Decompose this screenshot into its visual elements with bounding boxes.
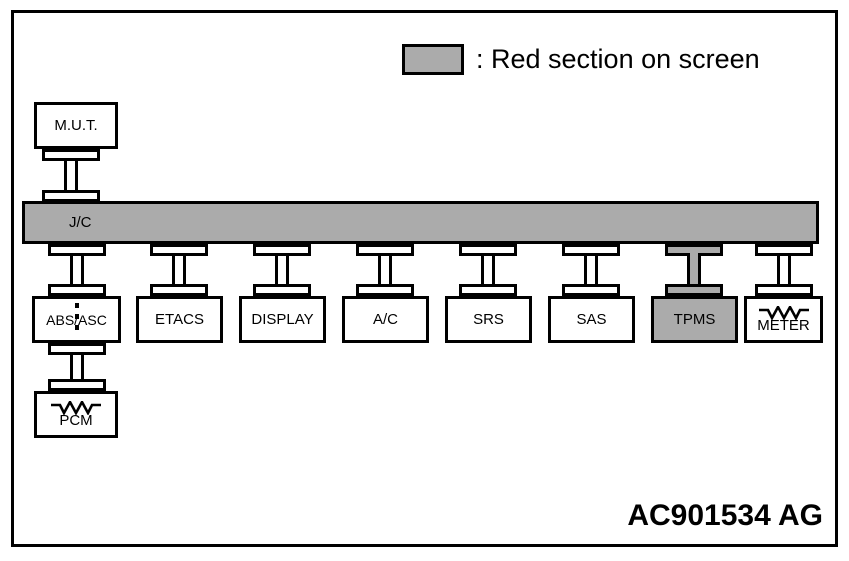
module-srs[interactable]: SRS	[445, 296, 532, 343]
connector-cap-bottom	[755, 284, 813, 296]
module-etacs-label: ETACS	[155, 311, 204, 328]
connector-cap-bottom	[48, 284, 106, 296]
connector-cap-top	[42, 149, 100, 161]
bus-bar-jc-label: J/C	[69, 214, 92, 231]
module-pcm[interactable]: PCM	[34, 391, 118, 438]
resistor-icon	[758, 306, 809, 320]
connector-rail-left	[378, 253, 381, 287]
connector-cap-top	[755, 244, 813, 256]
connector-rail-left	[64, 158, 67, 193]
abs-asc-divider	[74, 303, 79, 336]
connector-rail-right	[698, 253, 701, 287]
connector-cap-top	[562, 244, 620, 256]
module-tpms[interactable]: TPMS	[651, 296, 738, 343]
module-meter-label: METER	[757, 317, 810, 334]
connector-bus-to-tpms	[665, 244, 723, 296]
connector-cap-top	[48, 343, 106, 355]
connector-cap-bottom	[42, 190, 100, 202]
connector-cap-bottom	[459, 284, 517, 296]
connector-cap-top	[150, 244, 208, 256]
module-srs-label: SRS	[473, 311, 504, 328]
connector-bus-to-ac	[356, 244, 414, 296]
connector-rail-left	[275, 253, 278, 287]
module-sas[interactable]: SAS	[548, 296, 635, 343]
connector-cap-bottom	[150, 284, 208, 296]
connector-cap-bottom	[665, 284, 723, 296]
module-ac[interactable]: A/C	[342, 296, 429, 343]
connector-rail-right	[183, 253, 186, 287]
connector-cap-top	[48, 244, 106, 256]
module-abs-asc[interactable]: ABS/ASC	[32, 296, 121, 343]
part-number: AC901534 AG	[627, 499, 823, 532]
connector-bus-to-sas	[562, 244, 620, 296]
bus-bar-jc[interactable]: J/C	[22, 201, 819, 244]
connector-rail-left	[70, 352, 73, 382]
module-pcm-label: PCM	[59, 412, 93, 429]
connector-rail-right	[286, 253, 289, 287]
resistor-icon	[51, 401, 101, 415]
connector-cap-bottom	[562, 284, 620, 296]
module-tpms-label: TPMS	[673, 311, 716, 328]
connector-cap-top	[253, 244, 311, 256]
module-mut[interactable]: M.U.T.	[34, 102, 118, 149]
connector-rail-left	[777, 253, 780, 287]
connector-channel-fill	[687, 253, 701, 287]
connector-rail-right	[75, 158, 78, 193]
connector-cap-bottom	[356, 284, 414, 296]
connector-rail-right	[81, 352, 84, 382]
legend-label: : Red section on screen	[476, 44, 760, 74]
connector-rail-right	[788, 253, 791, 287]
module-ac-label: A/C	[372, 311, 398, 328]
connector-bus-to-etacs	[150, 244, 208, 296]
module-display[interactable]: DISPLAY	[239, 296, 326, 343]
connector-rail-left	[584, 253, 587, 287]
connector-rail-left	[687, 253, 690, 287]
connector-abs-asc-to-pcm	[48, 343, 106, 391]
connector-rail-right	[595, 253, 598, 287]
connector-cap-bottom	[48, 379, 106, 391]
connector-cap-bottom	[253, 284, 311, 296]
connector-rail-right	[389, 253, 392, 287]
connector-mut-to-bus	[42, 149, 100, 202]
connector-rail-left	[481, 253, 484, 287]
module-meter[interactable]: METER	[744, 296, 823, 343]
connector-cap-top	[356, 244, 414, 256]
legend-swatch	[402, 44, 464, 75]
connector-bus-to-srs	[459, 244, 517, 296]
connector-bus-to-meter	[755, 244, 813, 296]
connector-rail-left	[70, 253, 73, 287]
connector-rail-left	[172, 253, 175, 287]
module-etacs[interactable]: ETACS	[136, 296, 223, 343]
connector-rail-right	[492, 253, 495, 287]
module-sas-label: SAS	[576, 311, 607, 328]
connector-cap-top	[459, 244, 517, 256]
connector-bus-to-abs-asc	[48, 244, 106, 296]
module-display-label: DISPLAY	[251, 311, 314, 328]
connector-rail-right	[81, 253, 84, 287]
legend: : Red section on screen	[402, 44, 760, 75]
module-mut-label: M.U.T.	[54, 117, 98, 134]
connector-bus-to-display	[253, 244, 311, 296]
